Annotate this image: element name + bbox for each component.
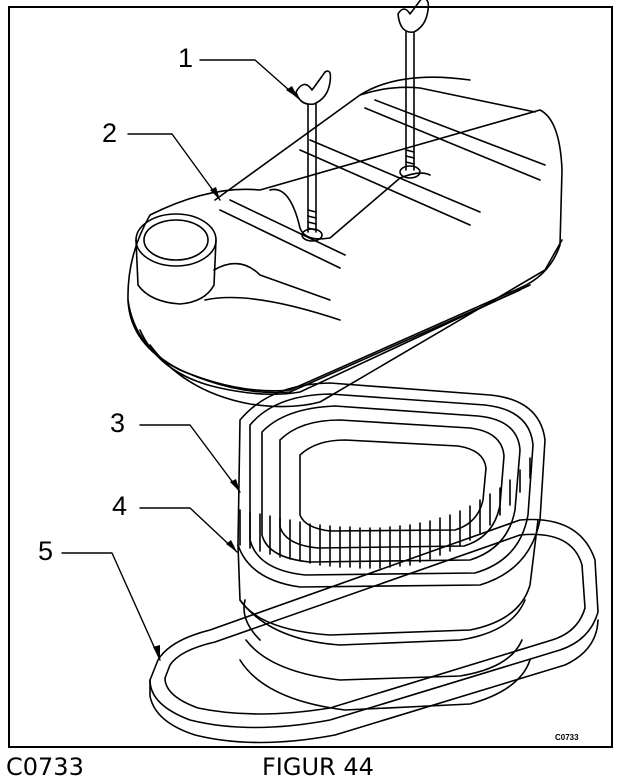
leader-2 [127,133,221,201]
leader-arrowheads [153,86,298,660]
leader-3 [139,424,241,493]
wing-knob-icon [295,0,430,233]
air-cleaner-cover-icon [127,76,563,408]
callout-5: 5 [38,536,54,566]
air-cleaner-base-icon [149,518,599,744]
air-filter-element-icon [237,382,546,588]
leader-5 [61,552,161,661]
figure-frame [8,6,613,748]
leader-1 [199,59,299,99]
callout-1: 1 [178,43,194,73]
figure-caption: FIGUR 44 [262,753,374,781]
callout-4: 4 [112,491,128,521]
callout-3: 3 [110,408,126,438]
drawing-code-inner: C0733 [555,733,579,742]
callout-leaders [61,59,299,661]
leader-4 [139,507,238,553]
callout-2: 2 [102,118,118,148]
drawing-code: C0733 [6,753,84,781]
